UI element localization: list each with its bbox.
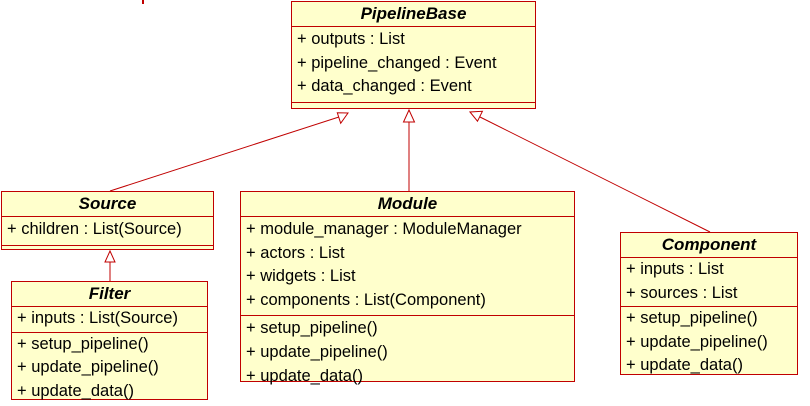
attribute: + module_manager : ModuleManager [246, 220, 522, 238]
operation: + update_pipeline() [17, 358, 159, 377]
operations-section: + setup_pipeline() + update_pipeline() +… [621, 307, 797, 378]
operations-section [2, 246, 213, 251]
operation: + update_data() [17, 381, 134, 400]
operation: + update_data() [626, 356, 743, 375]
attribute: + actors : List [246, 243, 345, 262]
attribute: + outputs : List [297, 30, 405, 48]
attributes-section: + inputs : List + sources : List [621, 258, 797, 308]
attribute: + pipeline_changed : Event [297, 53, 497, 72]
generalization-arrow [336, 112, 349, 125]
operation: + update_pipeline() [246, 342, 388, 361]
edge-component-to-pipelinebase [479, 116, 711, 233]
edge-source-to-pipelinebase [109, 115, 343, 192]
class-name: Module [241, 192, 574, 217]
operation: + setup_pipeline() [246, 319, 378, 338]
attribute: + widgets : List [246, 267, 356, 286]
operation: + update_pipeline() [626, 332, 768, 351]
operation: + setup_pipeline() [17, 334, 149, 353]
attribute: + data_changed : Event [297, 77, 472, 96]
operations-section [292, 103, 535, 109]
attributes-section: + module_manager : ModuleManager + actor… [241, 217, 574, 317]
class-name: PipelineBase [292, 2, 535, 27]
attribute: + sources : List [626, 283, 738, 302]
class-component: Component + inputs : List + sources : Li… [620, 232, 798, 375]
class-module: Module + module_manager : ModuleManager … [240, 191, 575, 385]
operations-section: + setup_pipeline() + update_pipeline() +… [12, 333, 207, 404]
class-source: Source + children : List(Source) [1, 191, 214, 250]
attributes-section: + inputs : List(Source) [12, 307, 207, 333]
generalization-arrow [104, 249, 116, 263]
attribute: + inputs : List [626, 260, 724, 278]
attribute: + inputs : List(Source) [17, 309, 178, 327]
attributes-section: + outputs : List + pipeline_changed : Ev… [292, 27, 535, 103]
class-name: Component [621, 233, 797, 258]
operations-section: + setup_pipeline() + update_pipeline() +… [241, 316, 574, 391]
attribute: + children : List(Source) [7, 220, 182, 238]
generalization-arrow [468, 110, 484, 123]
operation: + setup_pipeline() [626, 309, 758, 328]
operation: + update_data() [246, 366, 363, 385]
class-pipelinebase: PipelineBase + outputs : List + pipeline… [291, 1, 536, 109]
class-name: Filter [12, 282, 207, 307]
attributes-section: + children : List(Source) [2, 217, 213, 246]
generalization-arrow [402, 108, 416, 123]
class-filter: Filter + inputs : List(Source) + setup_p… [11, 281, 208, 400]
attribute: + components : List(Component) [246, 290, 486, 309]
class-name: Source [2, 192, 213, 217]
